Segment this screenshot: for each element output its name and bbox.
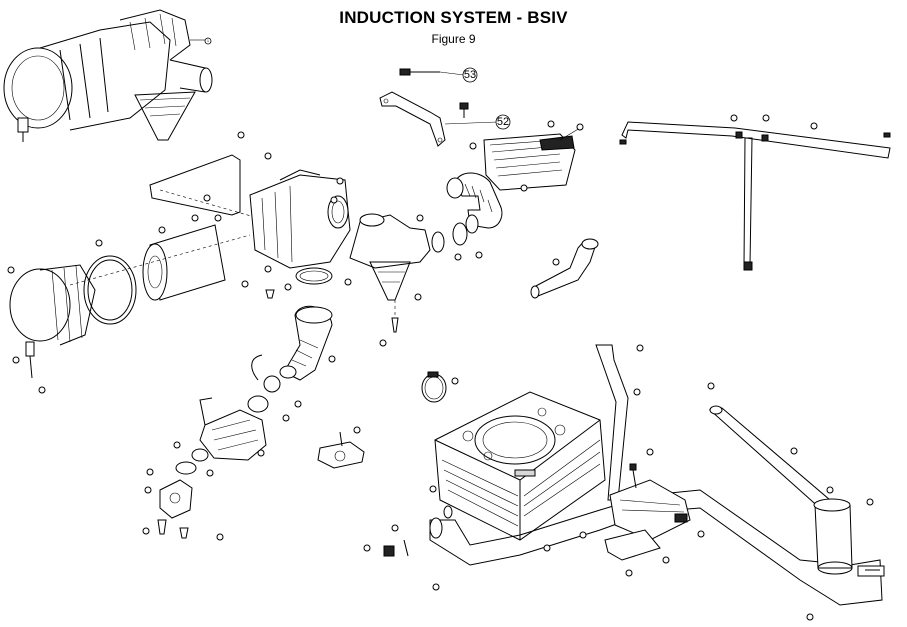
small-flange [317, 426, 365, 469]
hose-clamp [421, 371, 459, 403]
intake-duct-hose [446, 172, 528, 259]
engine-cylinder [434, 391, 606, 541]
exploded-air-cleaner [7, 131, 352, 394]
pipe-assembly [363, 344, 883, 621]
carburettor [142, 354, 269, 541]
bent-hose [530, 238, 599, 299]
intake-connector [349, 213, 468, 347]
callout-52: 52 [495, 114, 511, 130]
bracket-52 [379, 91, 498, 147]
canister-muffler [707, 382, 885, 577]
carb-intake-hose [263, 305, 336, 422]
callout-53: 53 [462, 67, 478, 83]
reed-valve [604, 448, 705, 577]
callout-1: 1 [204, 37, 212, 45]
filter-element [469, 120, 584, 191]
callout-1-label: 1 [207, 39, 209, 43]
figure-label: Figure 9 [431, 32, 476, 46]
diagram-title: INDUCTION SYSTEM - BSIV [339, 8, 568, 27]
breather-pipe [619, 114, 891, 271]
callout-52-label: 52 [497, 116, 509, 128]
air-cleaner-assembly [3, 9, 213, 142]
callout-53-label: 53 [464, 69, 476, 81]
screw-53 [399, 68, 465, 76]
